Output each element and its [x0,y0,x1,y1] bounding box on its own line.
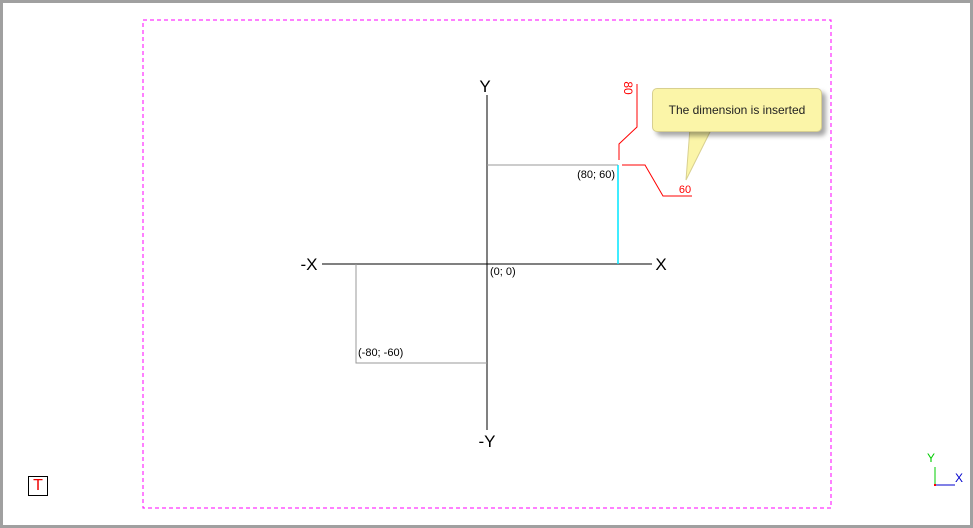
neg-y-label: -Y [479,432,496,451]
page-border [142,19,832,509]
ucs-y-label: Y [927,451,935,465]
dimension-value-vertical: 80 [621,81,635,95]
x-label: X [655,255,666,274]
origin-label: (0; 0) [490,266,516,278]
tooltip-pointer [685,127,713,181]
ucs-icon: Y X [927,451,963,486]
text-tool-button[interactable]: T [28,476,48,496]
tooltip: The dimension is inserted [652,88,822,132]
dimension-horizontal[interactable] [622,164,692,197]
rect-bottom [355,264,487,364]
dimension-value-horizontal: 60 [679,184,691,196]
y-label: Y [479,77,490,96]
ucs-x-label: X [955,471,963,485]
point-label: (-80; -60) [358,347,403,359]
point-label: (80; 60) [577,169,615,181]
dimension-vertical[interactable] [618,84,638,160]
neg-x-label: -X [301,255,318,274]
